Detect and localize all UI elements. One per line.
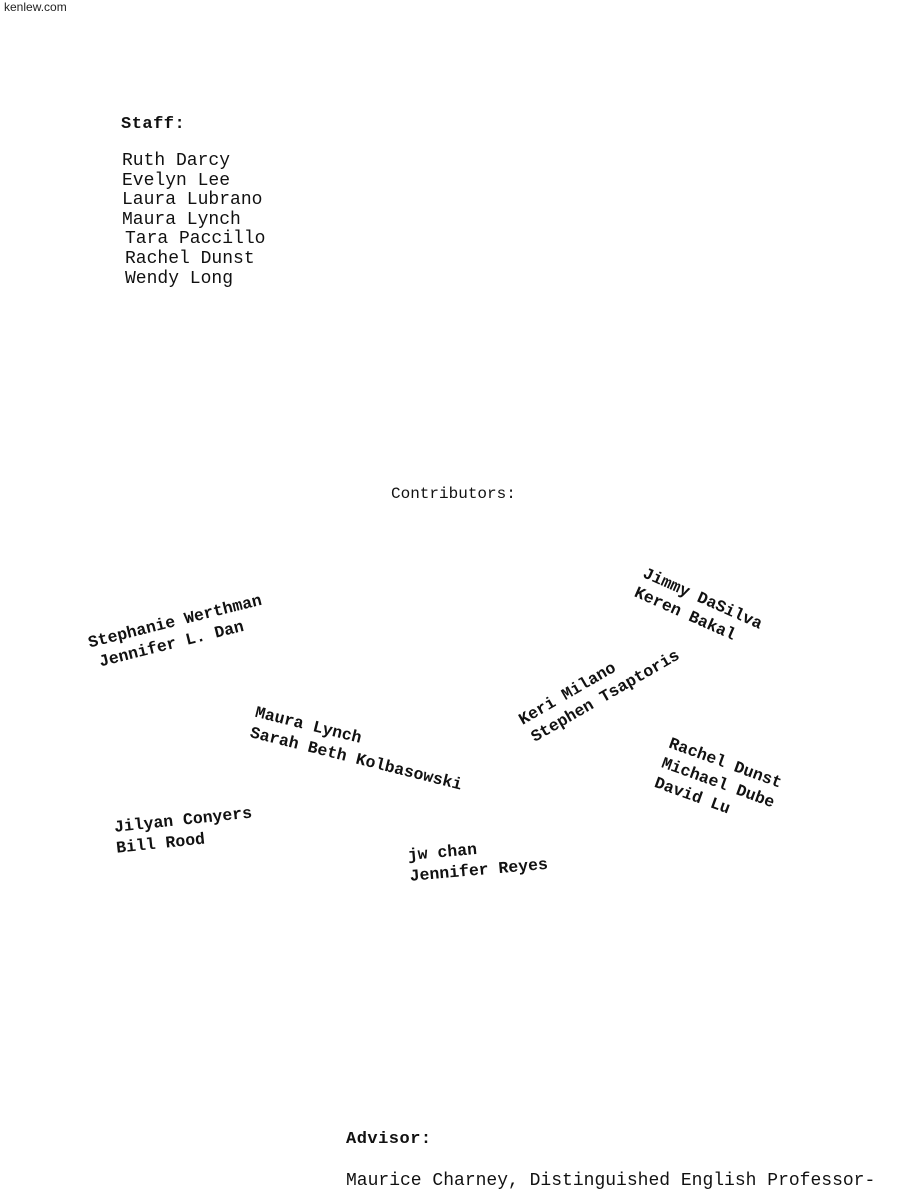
staff-member: Tara Paccillo [125,229,266,250]
advisor-text: Maurice Charney, Distinguished English P… [346,1171,876,1191]
contributor-group: Stephanie Werthman Jennifer L. Dan [86,590,269,674]
contributors-heading: Contributors: [391,485,516,503]
staff-member: Rachel Dunst [125,248,255,269]
watermark: kenlew.com [4,0,67,14]
staff-list: Ruth Darcy Evelyn Lee Laura Lubrano Maur… [122,151,266,289]
advisor-heading: Advisor: [346,1130,432,1149]
staff-member: Evelyn Lee [122,170,231,191]
contributor-group: jw chan Jennifer Reyes [407,833,549,887]
staff-member: Ruth Darcy [122,151,231,171]
contributor-group: Rachel Dunst Michael Dube David Lu [651,733,785,833]
staff-member: Wendy Long [125,268,234,289]
staff-heading: Staff: [121,115,186,134]
staff-member: Laura Lubrano [122,190,263,211]
contributor-group: Jilyan Conyers Bill Rood [113,803,255,859]
contributor-group: Maura Lynch Sarah Beth Kolbasowski [248,702,470,795]
staff-member: Maura Lynch [122,209,241,230]
contributor-group: Keri Milano Stephen Tsaptoris [515,627,684,749]
